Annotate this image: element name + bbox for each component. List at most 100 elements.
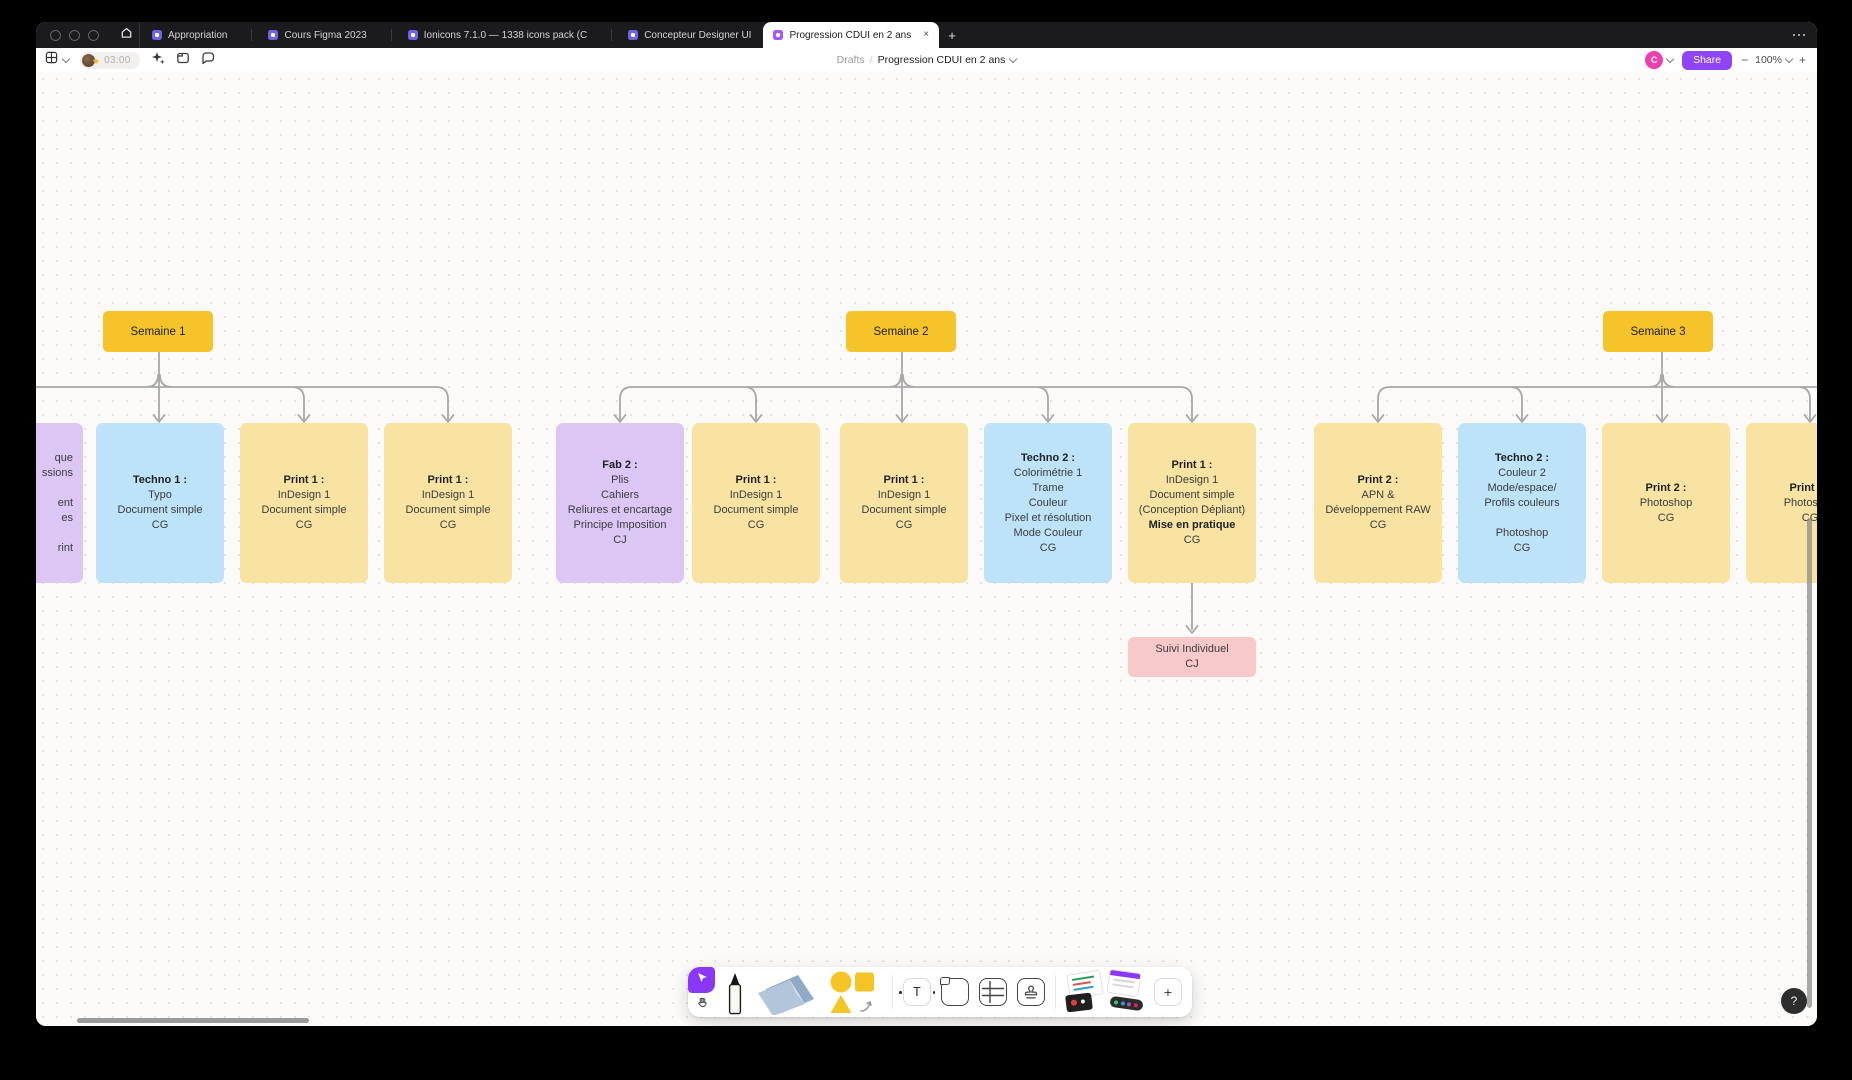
card-line: Print 2 : [1357, 474, 1399, 486]
table-tool[interactable] [979, 978, 1007, 1006]
main-menu-button[interactable] [45, 51, 71, 69]
card-line: InDesign 1 [421, 489, 475, 501]
week-header[interactable]: Semaine 2 [846, 311, 956, 352]
timer-widget[interactable]: ★ 03:00 [80, 51, 140, 69]
tab-label: Ionicons 7.1.0 — 1338 icons pack (C [423, 29, 588, 41]
card-line: Plis [611, 474, 629, 486]
card-line: Print 2 : [1645, 481, 1687, 494]
card-line: CG [1369, 519, 1387, 531]
figma-favicon [268, 30, 279, 40]
horizontal-scrollbar[interactable] [77, 1018, 309, 1023]
app-toolbar: ★ 03:00 Drafts / Progression CDUI en 2 a… [36, 48, 1817, 72]
close-window-button[interactable] [50, 29, 61, 41]
card-line: Techno 2 : [1020, 451, 1076, 464]
tab[interactable]: Appropriation [140, 22, 239, 48]
browser-menu-button[interactable] [1792, 22, 1805, 48]
text-tool[interactable]: T [899, 978, 935, 1006]
close-icon[interactable]: × [923, 29, 930, 40]
stamp-tool[interactable] [1017, 978, 1045, 1006]
template-thumb [1065, 992, 1093, 1013]
card-line [36, 526, 73, 541]
card-line: CJ [1185, 658, 1199, 670]
ai-sparkle-icon[interactable] [151, 51, 165, 70]
chevron-down-icon[interactable] [1009, 54, 1018, 63]
sticky-note-tool[interactable] [756, 971, 818, 1015]
zoom-window-button[interactable] [88, 29, 99, 41]
tab[interactable]: Concepteur Designer UI [599, 22, 763, 48]
week-header[interactable]: Semaine 3 [1603, 311, 1713, 352]
zoom-level-menu[interactable]: 100% [1755, 54, 1794, 66]
sticky-notes-icon [758, 975, 814, 1015]
cursor-icon [695, 971, 708, 989]
card-line: Print 1 : [283, 474, 325, 486]
tab[interactable]: Cours Figma 2023 [239, 22, 378, 48]
card-line: Document simple [117, 504, 203, 516]
templates-widgets[interactable] [1065, 968, 1144, 1014]
new-tab-button[interactable]: + [948, 27, 956, 43]
shape-tool[interactable] [828, 969, 882, 1015]
template-thumb [1109, 995, 1144, 1012]
timer-value: 03:00 [104, 54, 131, 66]
help-button[interactable]: ? [1781, 988, 1807, 1014]
canvas[interactable]: T [36, 72, 1817, 1026]
card-line: InDesign 1 [729, 489, 783, 501]
sections-icon[interactable] [176, 51, 190, 70]
share-button[interactable]: Share [1682, 50, 1733, 70]
figma-favicon [628, 30, 639, 40]
card-line: CG [295, 519, 313, 531]
breadcrumb-folder[interactable]: Drafts [836, 54, 865, 66]
card-line: CG [895, 519, 913, 531]
window-controls[interactable] [36, 22, 113, 48]
dock-divider [892, 975, 893, 1009]
card-line: Mode/espace/ [1487, 481, 1557, 494]
comment-icon[interactable] [201, 51, 215, 70]
tab-active[interactable]: Progression CDUI en 2 ans × [763, 22, 940, 48]
zoom-in-button[interactable]: + [1798, 53, 1806, 67]
tab-label: Progression CDUI en 2 ans [789, 29, 912, 41]
marker-tool[interactable] [724, 971, 746, 1015]
page-title: Progression CDUI en 2 ans [877, 54, 1006, 66]
account-menu[interactable]: C [1645, 51, 1675, 69]
text-tool-icon: T [913, 985, 921, 999]
minimize-window-button[interactable] [69, 29, 80, 41]
card-line: rint [57, 541, 73, 554]
card-line: CG [1183, 534, 1201, 546]
home-button[interactable] [113, 22, 139, 48]
shapes-icon [830, 971, 874, 1013]
home-icon [120, 26, 133, 44]
card-line: Photoshop [1639, 496, 1693, 509]
card-line: Document simple [1149, 489, 1235, 501]
week-header[interactable]: Semaine 1 [103, 311, 213, 352]
select-tool[interactable] [688, 967, 715, 993]
zoom-out-button[interactable]: − [1741, 53, 1749, 67]
card-line [1458, 511, 1586, 526]
card-line: Print 2 : [1789, 481, 1817, 494]
hand-tool[interactable] [694, 997, 710, 1013]
add-tool-button[interactable]: + [1154, 978, 1182, 1006]
card-line: CG [1657, 511, 1675, 524]
star-icon: ★ [92, 56, 101, 66]
card-line: Reliures et encartage [567, 504, 673, 516]
tab[interactable]: Ionicons 7.1.0 — 1338 icons pack (C [379, 22, 599, 48]
vertical-scrollbar[interactable] [1807, 518, 1812, 1008]
card-line: Mise en pratique [1148, 519, 1236, 531]
user-avatar: C [1645, 51, 1664, 69]
card-line: ent [57, 496, 73, 509]
section-tool[interactable] [940, 977, 969, 1006]
